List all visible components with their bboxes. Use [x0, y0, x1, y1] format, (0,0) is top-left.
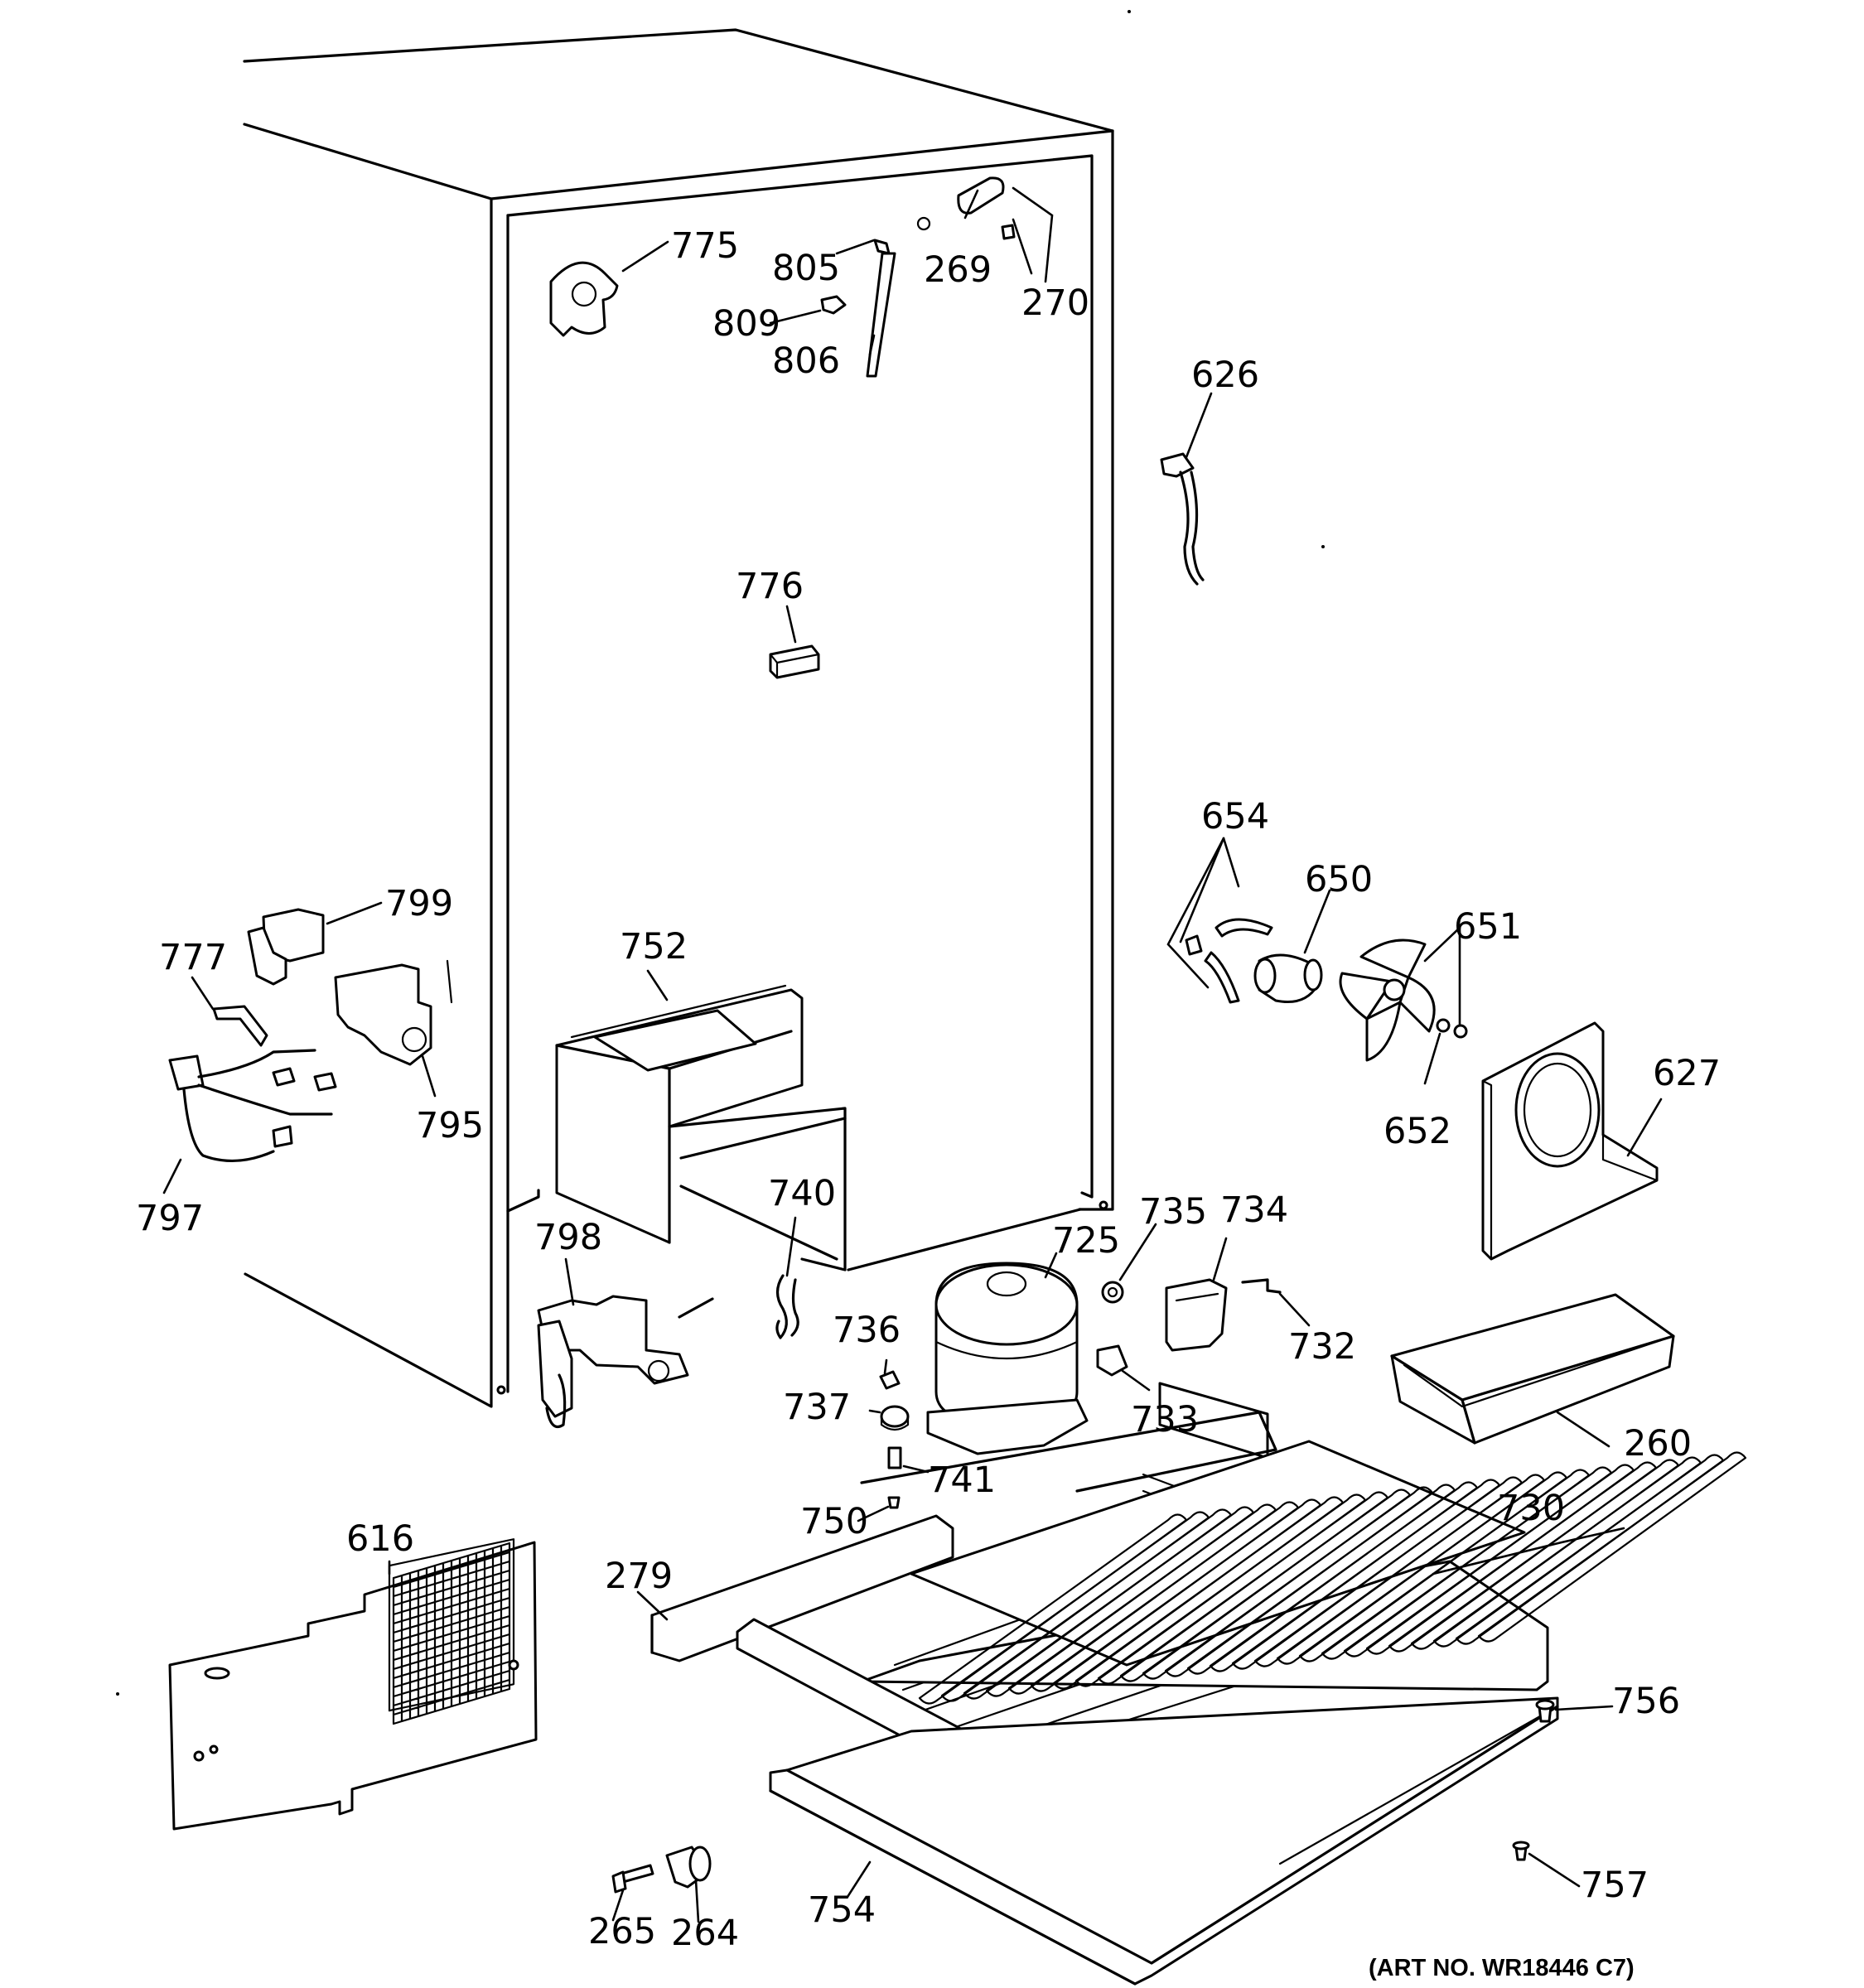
part-775-damper: [549, 261, 619, 337]
label-805: 805: [772, 248, 840, 289]
label-654: 654: [1201, 796, 1269, 837]
label-795: 795: [416, 1105, 484, 1146]
label-737: 737: [783, 1387, 851, 1428]
part-735-grommet: [1101, 1281, 1124, 1304]
part-627-fan-shroud: [1481, 1021, 1659, 1261]
part-730-coil-lines: [918, 1451, 1747, 1705]
label-651: 651: [1454, 906, 1522, 948]
label-732: 732: [1288, 1326, 1356, 1368]
label-740: 740: [768, 1173, 836, 1214]
label-799: 799: [385, 883, 453, 924]
part-265-bolt: [611, 1864, 654, 1894]
label-806: 806: [772, 340, 840, 382]
label-616: 616: [346, 1518, 414, 1560]
part-734-relay: [1165, 1278, 1228, 1352]
part-798-valve: [537, 1295, 714, 1429]
part-776-bracket: [769, 644, 820, 679]
part-732-clip: [1241, 1278, 1282, 1294]
part-269-270-fitting: [957, 176, 1016, 240]
label-725: 725: [1052, 1220, 1120, 1262]
label-733: 733: [1131, 1399, 1199, 1440]
part-740-spring: [775, 1274, 799, 1339]
refrigerator-cabinet: [243, 28, 1114, 1408]
label-735: 735: [1139, 1191, 1207, 1233]
label-809: 809: [712, 303, 780, 345]
label-652: 652: [1384, 1111, 1451, 1152]
art-number: (ART NO. WR18446 C7): [1369, 1955, 1635, 1981]
leader-lines: [162, 186, 1663, 1923]
label-798: 798: [534, 1217, 602, 1258]
part-264-bushing: [665, 1846, 712, 1889]
part-651-fan-blade: [1339, 939, 1468, 1062]
part-752-compartment-cover: [555, 984, 847, 1271]
stray-dot: [116, 1692, 119, 1696]
label-752: 752: [620, 926, 688, 967]
part-650-fan-motor: [1253, 953, 1323, 1003]
label-734: 734: [1220, 1189, 1288, 1231]
label-741: 741: [928, 1460, 996, 1501]
label-756: 756: [1612, 1681, 1680, 1722]
label-626: 626: [1191, 355, 1259, 396]
part-626-harness: [1160, 452, 1205, 586]
part-654-brackets: [1185, 918, 1273, 1004]
label-754: 754: [808, 1889, 876, 1931]
part-741-spacer: [887, 1446, 902, 1469]
label-265: 265: [588, 1911, 656, 1952]
part-754-base-pan: [769, 1696, 1559, 1986]
part-733-overload: [1096, 1344, 1128, 1377]
stray-dot: [1321, 545, 1325, 548]
part-795-valve: [334, 959, 453, 1066]
grille-mesh: [392, 1542, 511, 1725]
label-730: 730: [1497, 1488, 1565, 1529]
label-650: 650: [1305, 859, 1373, 900]
label-736: 736: [833, 1310, 901, 1351]
part-737-grommet: [880, 1405, 910, 1431]
part-799-valve: [247, 908, 325, 986]
label-279: 279: [605, 1556, 673, 1597]
part-756-screw: [1535, 1699, 1555, 1723]
part-805-806-809-tube: [820, 216, 931, 378]
part-725-compressor: [926, 1262, 1089, 1455]
label-269: 269: [924, 249, 992, 291]
part-labels: 775 805 809 806 269 270 626 776 654 650 …: [136, 225, 1721, 1981]
label-627: 627: [1653, 1053, 1721, 1094]
part-777-bracket: [212, 1005, 268, 1047]
part-750-screw: [887, 1496, 901, 1509]
label-260: 260: [1624, 1423, 1692, 1464]
part-260-drain-pan: [1390, 1293, 1675, 1445]
part-797-harness: [168, 1049, 337, 1162]
label-264: 264: [671, 1913, 739, 1954]
label-775: 775: [671, 225, 739, 267]
part-757-screw: [1512, 1841, 1530, 1861]
part-616-access-panel: [168, 1538, 538, 1831]
stray-dot: [1128, 10, 1131, 13]
label-797: 797: [136, 1198, 204, 1239]
label-750: 750: [800, 1501, 868, 1542]
coil-loop: [1477, 1451, 1747, 1643]
label-776: 776: [736, 566, 804, 607]
label-777: 777: [159, 937, 227, 978]
label-757: 757: [1581, 1865, 1649, 1906]
label-270: 270: [1021, 282, 1089, 324]
part-736-clip: [879, 1370, 901, 1390]
